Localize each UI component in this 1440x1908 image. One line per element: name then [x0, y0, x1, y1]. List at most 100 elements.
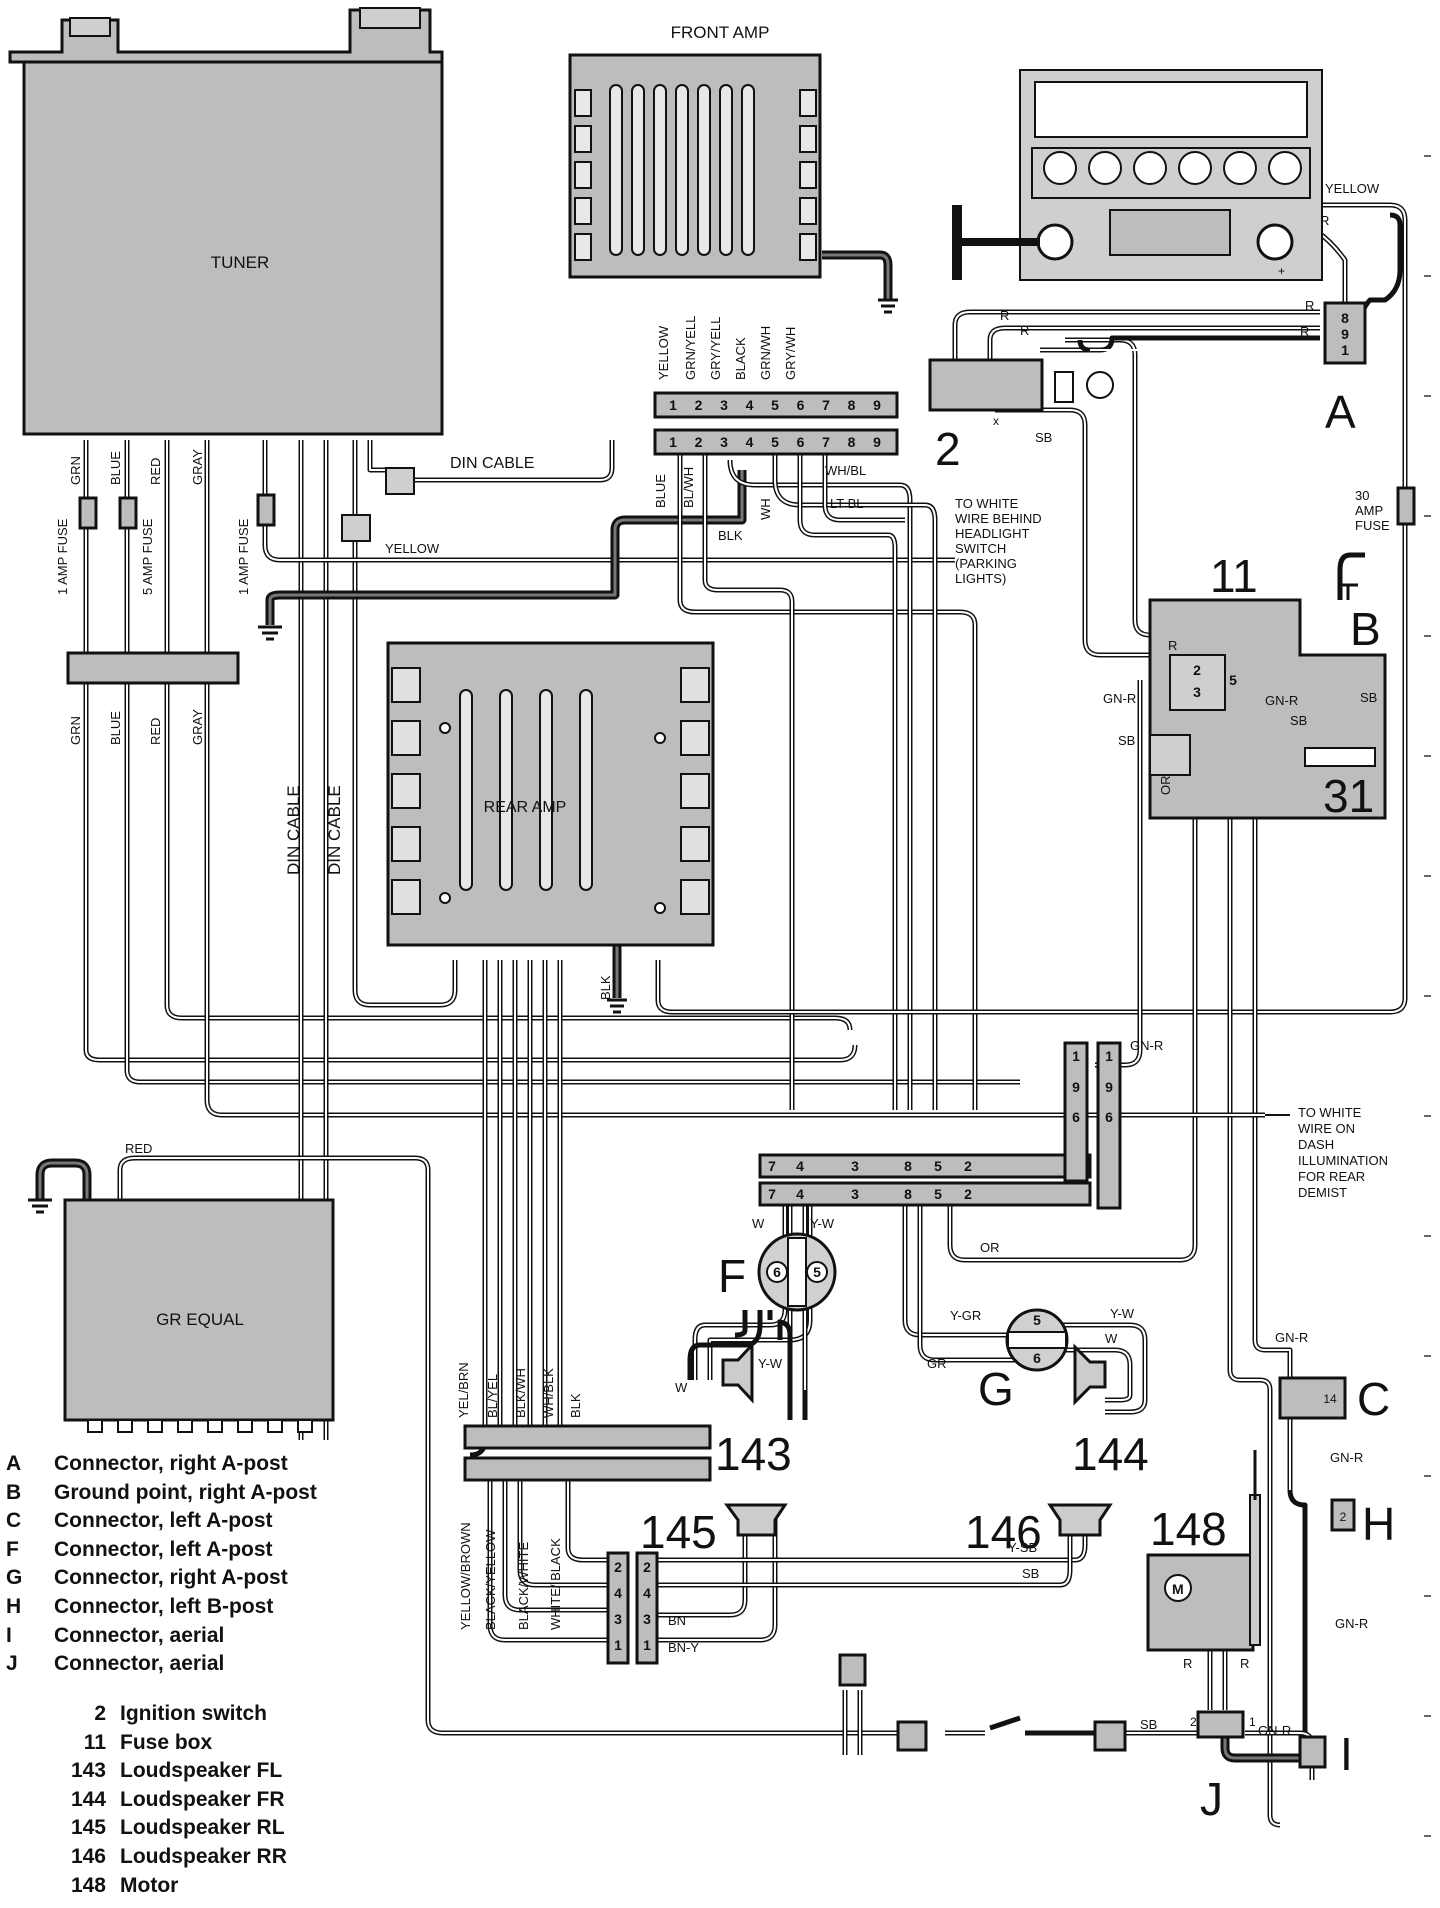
- legend-code: 148: [70, 1873, 106, 1897]
- callout-g: G: [978, 1363, 1014, 1415]
- annotation-line: TO WHITE: [955, 496, 1019, 511]
- front-amp-label: FRONT AMP: [671, 23, 770, 42]
- margin-tick: [1424, 1115, 1431, 1117]
- radio-head-unit: +: [952, 69, 1323, 281]
- svg-text:OR: OR: [1158, 776, 1173, 796]
- callout-i: I: [1340, 1728, 1353, 1780]
- svg-text:SB: SB: [1360, 690, 1377, 705]
- margin-tick: [1424, 1595, 1431, 1597]
- pin-label: 5: [1229, 672, 1237, 688]
- legend-code: J: [6, 1652, 18, 1676]
- pin-label: 4: [796, 1186, 804, 1202]
- legend-text: Loudspeaker FL: [120, 1759, 283, 1783]
- fuse-box: 235 11 31 B: [1148, 550, 1387, 822]
- legend-code: 143: [70, 1759, 106, 1783]
- margin-tick: [1424, 1715, 1431, 1717]
- pin-label: 1: [614, 1637, 622, 1653]
- legend-code: H: [6, 1594, 22, 1618]
- gr-equal-label: GR EQUAL: [156, 1310, 244, 1329]
- front-amp-fins: [574, 84, 817, 261]
- connector-i: I: [1298, 1728, 1353, 1780]
- legend-text: Loudspeaker RL: [120, 1816, 285, 1840]
- pin-label: 4: [796, 1158, 804, 1174]
- svg-text:RED: RED: [125, 1141, 152, 1156]
- svg-text:SB: SB: [1118, 733, 1135, 748]
- wire-label: BLUE: [108, 711, 123, 745]
- tuner-body: [22, 60, 444, 436]
- preset-button: [1088, 151, 1122, 185]
- svg-text:5 AMP FUSE: 5 AMP FUSE: [140, 518, 155, 595]
- svg-text:2: 2: [1190, 1715, 1197, 1729]
- callout-143: 143: [715, 1428, 792, 1480]
- pin-label: 5: [771, 397, 779, 413]
- wire-label: YELLOW/BROWN: [458, 1522, 473, 1630]
- svg-text:R: R: [1300, 324, 1309, 339]
- legend-text: Connector, left A-post: [54, 1509, 273, 1533]
- svg-text:R: R: [1305, 298, 1314, 313]
- pin-label: 7: [822, 434, 830, 450]
- wiring: [35, 202, 1408, 1828]
- svg-text:W: W: [1105, 1331, 1118, 1346]
- pin-label: 8: [904, 1186, 912, 1202]
- callout-b: B: [1350, 603, 1381, 655]
- preset-button: [1268, 151, 1302, 185]
- pin-label: 2: [1193, 662, 1201, 678]
- pin-label: 1: [669, 397, 677, 413]
- svg-text:OR: OR: [980, 1240, 1000, 1255]
- callout-a: A: [1325, 386, 1356, 438]
- legend-text: Connector, left A-post: [54, 1537, 273, 1561]
- legend-code: 144: [70, 1787, 106, 1811]
- rear-amp: REAR AMP: [386, 641, 715, 947]
- svg-text:BLK: BLK: [598, 975, 613, 1000]
- speaker-145-rl: 145: [640, 1503, 788, 1558]
- svg-text:GN-R: GN-R: [1330, 1450, 1363, 1465]
- pin-label: 5: [813, 1264, 821, 1280]
- heatsink-fin: [697, 84, 711, 256]
- svg-text:GR: GR: [927, 1356, 947, 1371]
- callout-f: F: [718, 1250, 746, 1302]
- svg-text:BN: BN: [668, 1613, 686, 1628]
- preset-button: [1223, 151, 1257, 185]
- radio-knob-left: [1036, 223, 1074, 261]
- fuse-30amp: [1396, 486, 1416, 526]
- annotation-line: DASH: [1298, 1137, 1334, 1152]
- pin-label: 4: [746, 397, 754, 413]
- pin-label: 4: [643, 1585, 651, 1601]
- margin-tick: [1424, 275, 1431, 277]
- svg-text:LT BL: LT BL: [830, 496, 863, 511]
- heatsink-fin: [579, 689, 593, 891]
- wire-label: YELLOW: [656, 325, 671, 380]
- svg-text:YELLOW: YELLOW: [1325, 181, 1380, 196]
- wire-label: RED: [148, 458, 163, 485]
- pin-label: 4: [746, 434, 754, 450]
- pin-label: 2: [695, 434, 703, 450]
- tuner-knob-right: [359, 7, 421, 29]
- svg-text:R: R: [1020, 323, 1029, 338]
- margin-tick: [1424, 1235, 1431, 1237]
- pin-label: 2: [614, 1559, 622, 1575]
- svg-text:R: R: [1240, 1656, 1249, 1671]
- svg-text:BN-Y: BN-Y: [668, 1640, 699, 1655]
- svg-text:YELLOW: YELLOW: [385, 541, 440, 556]
- pin-label: 8: [1341, 310, 1349, 326]
- wire-label: BLACK/WHITE: [516, 1542, 531, 1630]
- annotation-line: 30: [1355, 488, 1369, 503]
- connector-j: 2 1 J: [1190, 1710, 1256, 1825]
- legend-code: 146: [70, 1844, 106, 1868]
- pin-label: 2: [695, 397, 703, 413]
- legend-code: F: [6, 1537, 19, 1561]
- heatsink-fin: [499, 689, 513, 891]
- pin-label: 9: [1072, 1079, 1080, 1095]
- svg-text:WH: WH: [758, 498, 773, 520]
- svg-text:GN-R: GN-R: [1103, 691, 1136, 706]
